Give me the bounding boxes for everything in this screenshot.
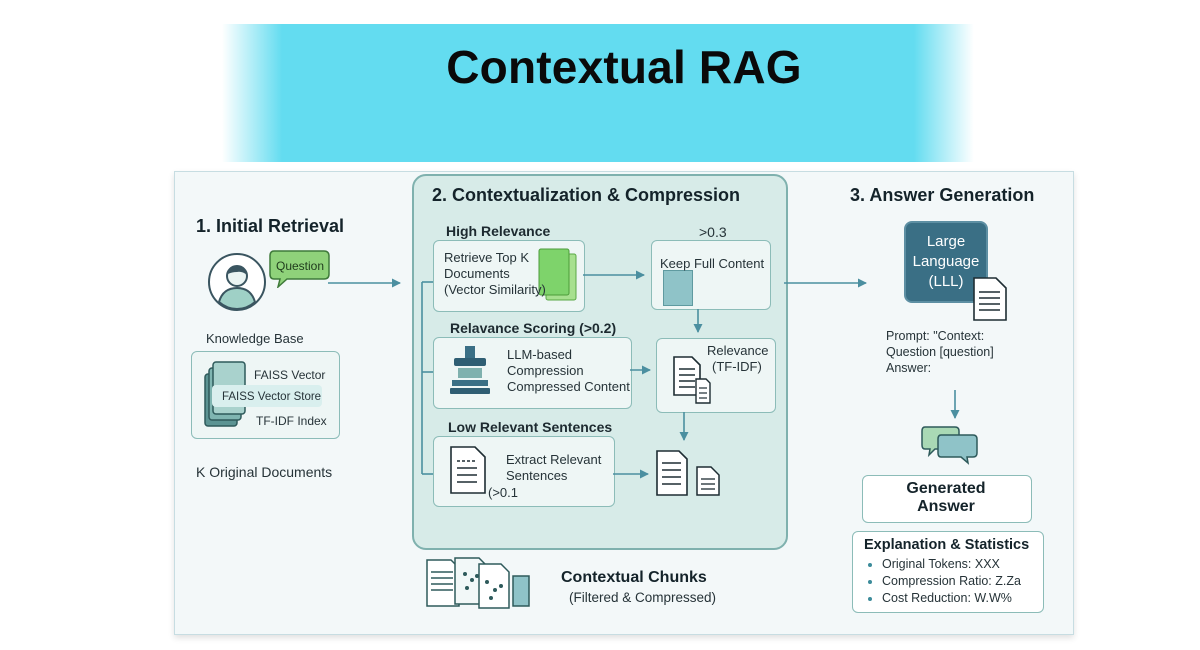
extract-line-1: Extract Relevant: [506, 452, 602, 467]
document-icon: [663, 270, 693, 306]
sentence-document-icon: [449, 445, 489, 500]
prompt-line-3: Answer:: [886, 361, 932, 375]
statistics-box: [852, 531, 1044, 613]
knowledge-base-label: Knowledge Base: [206, 331, 304, 346]
llm-line-large: Large: [926, 233, 966, 250]
llm-line-1: LLM-based: [507, 347, 573, 362]
stat-original-tokens: Original Tokens: XXX: [882, 556, 1021, 573]
contextual-chunks-subtitle: (Filtered & Compressed): [569, 590, 717, 605]
compressor-icon: [448, 344, 492, 403]
generated-line-2: Answer: [917, 498, 975, 515]
low-relevant-label: Low Relevant Sentences: [448, 419, 613, 435]
generated-answer-box: [862, 475, 1032, 523]
kb-item-faiss-store: FAISS Vector Store: [222, 391, 322, 403]
retrieve-line-3: (Vector Similarity): [444, 282, 546, 297]
question-bubble: [269, 250, 331, 293]
green-document-icon: [536, 246, 582, 311]
stat-compression-ratio: Compression Ratio: Z.Za: [882, 573, 1021, 590]
kb-item-tfidf-index: TF-IDF Index: [256, 414, 327, 428]
tfidf-line-1: Relevance: [707, 343, 769, 358]
text-document-icon: [672, 355, 712, 410]
prompt-line-1: Prompt: "Context:: [886, 329, 985, 343]
stat-cost-reduction: Cost Reduction: W.W%: [882, 590, 1021, 607]
statistics-title: Explanation & Statistics: [864, 537, 1030, 553]
tfidf-line-2: (TF-IDF): [712, 359, 762, 374]
generated-answer-text: Generated Answer: [862, 480, 1030, 516]
high-threshold: >0.3: [699, 224, 727, 240]
kb-item-faiss-vector: FAISS Vector: [254, 368, 326, 382]
llm-line-2: Compression: [507, 363, 584, 378]
user-icon: [207, 252, 267, 317]
high-relevance-label: High Relevance: [446, 223, 551, 239]
llm-line-lll: (LLL): [928, 273, 964, 290]
chat-bubbles-icon: [921, 425, 981, 470]
extract-line-2: Sentences: [506, 468, 568, 483]
question-label: Question: [276, 259, 325, 273]
chunk-documents-icon: [425, 556, 535, 617]
retrieve-line-2: Documents: [444, 266, 510, 281]
title-banner: [222, 24, 974, 162]
kb-highlight: [212, 385, 322, 407]
statistics-list: Original Tokens: XXX Compression Ratio: …: [866, 556, 1021, 607]
low-threshold: (>0.1: [488, 485, 518, 500]
prompt-line-2: Question [question]: [886, 345, 994, 359]
output-documents-icon: [655, 449, 723, 504]
retrieve-line-1: Retrieve Top K: [444, 250, 530, 265]
generated-line-1: Generated: [906, 480, 986, 497]
relevance-scoring-label: Relavance Scoring (>0.2): [450, 320, 617, 336]
llm-line-language: Language: [912, 253, 980, 270]
llm-line-3: Compressed Content: [507, 379, 630, 394]
initial-retrieval-heading: 1. Initial Retrieval: [196, 216, 345, 236]
answer-generation-heading: 3. Answer Generation: [850, 185, 1035, 205]
contextualization-heading: 2. Contextualization & Compression: [432, 185, 741, 205]
prompt-document-icon: [972, 276, 1008, 327]
keep-full-content: Keep Full Content: [660, 256, 765, 271]
page-title: Contextual RAG: [446, 41, 802, 93]
contextual-chunks-title: Contextual Chunks: [561, 569, 707, 586]
k-original-documents-label: K Original Documents: [196, 464, 333, 480]
